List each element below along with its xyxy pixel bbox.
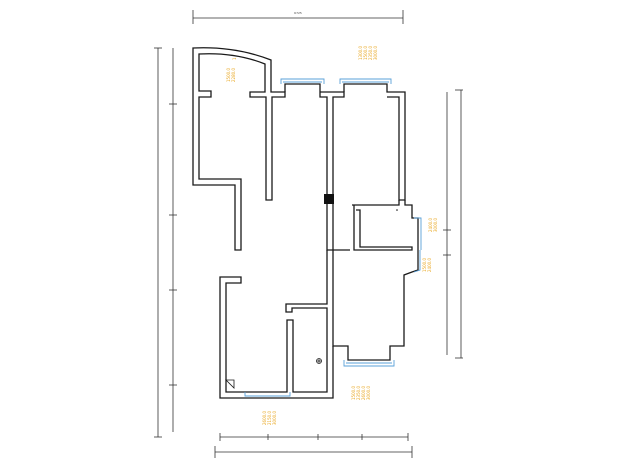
svg-text:2600.0: 2600.0 (361, 386, 366, 400)
annotation-right-upper: 2400.0 3000.0 (428, 218, 438, 232)
svg-text:1500.0: 1500.0 (422, 258, 427, 272)
svg-text:2280.0: 2280.0 (231, 68, 236, 82)
svg-text:1500.0: 1500.0 (351, 386, 356, 400)
windows (244, 78, 422, 397)
svg-text:2400.0: 2400.0 (428, 218, 433, 232)
svg-text:1300.0: 1300.0 (358, 46, 363, 60)
svg-text:2350.0: 2350.0 (368, 46, 373, 60)
svg-text:1500.0: 1500.0 (363, 46, 368, 60)
drain-icon (316, 358, 322, 364)
column-block (324, 194, 334, 204)
svg-text:1500.0: 1500.0 (226, 68, 231, 82)
svg-text:3000.0: 3000.0 (272, 411, 277, 425)
annotation-top-right-window: 1300.0 1500.0 2350.0 3000.0 (358, 46, 378, 60)
top-dimension: 6725 (192, 10, 404, 24)
svg-text:2400.0: 2400.0 (427, 258, 432, 272)
annotation-right-middle: 1500.0 2400.0 (422, 258, 432, 272)
annotation-bottom-right-window: 1500.0 2350.0 2600.0 3000.0 (351, 386, 371, 400)
svg-text:2350.0: 2350.0 (356, 386, 361, 400)
svg-text:3000.0: 3000.0 (366, 386, 371, 400)
svg-text:2600.0: 2600.0 (262, 411, 267, 425)
walls (192, 47, 419, 399)
details (225, 194, 398, 389)
svg-text:1: 1 (232, 57, 237, 60)
annotation-top-left-room: 1500.0 2280.0 (226, 68, 236, 82)
corner-icon (225, 379, 235, 389)
svg-text:3000.0: 3000.0 (433, 218, 438, 232)
left-dimension (154, 47, 177, 438)
annotation-bottom-left-window: 2600.0 2150.0 3000.0 (262, 411, 277, 425)
top-dimension-label: 6725 (294, 11, 302, 15)
svg-text:2150.0: 2150.0 (267, 411, 272, 425)
annotation-top-left-tag: 1 (232, 57, 237, 60)
bottom-dimension (214, 433, 413, 458)
right-dimension (443, 89, 463, 359)
svg-text:3000.0: 3000.0 (373, 46, 378, 60)
